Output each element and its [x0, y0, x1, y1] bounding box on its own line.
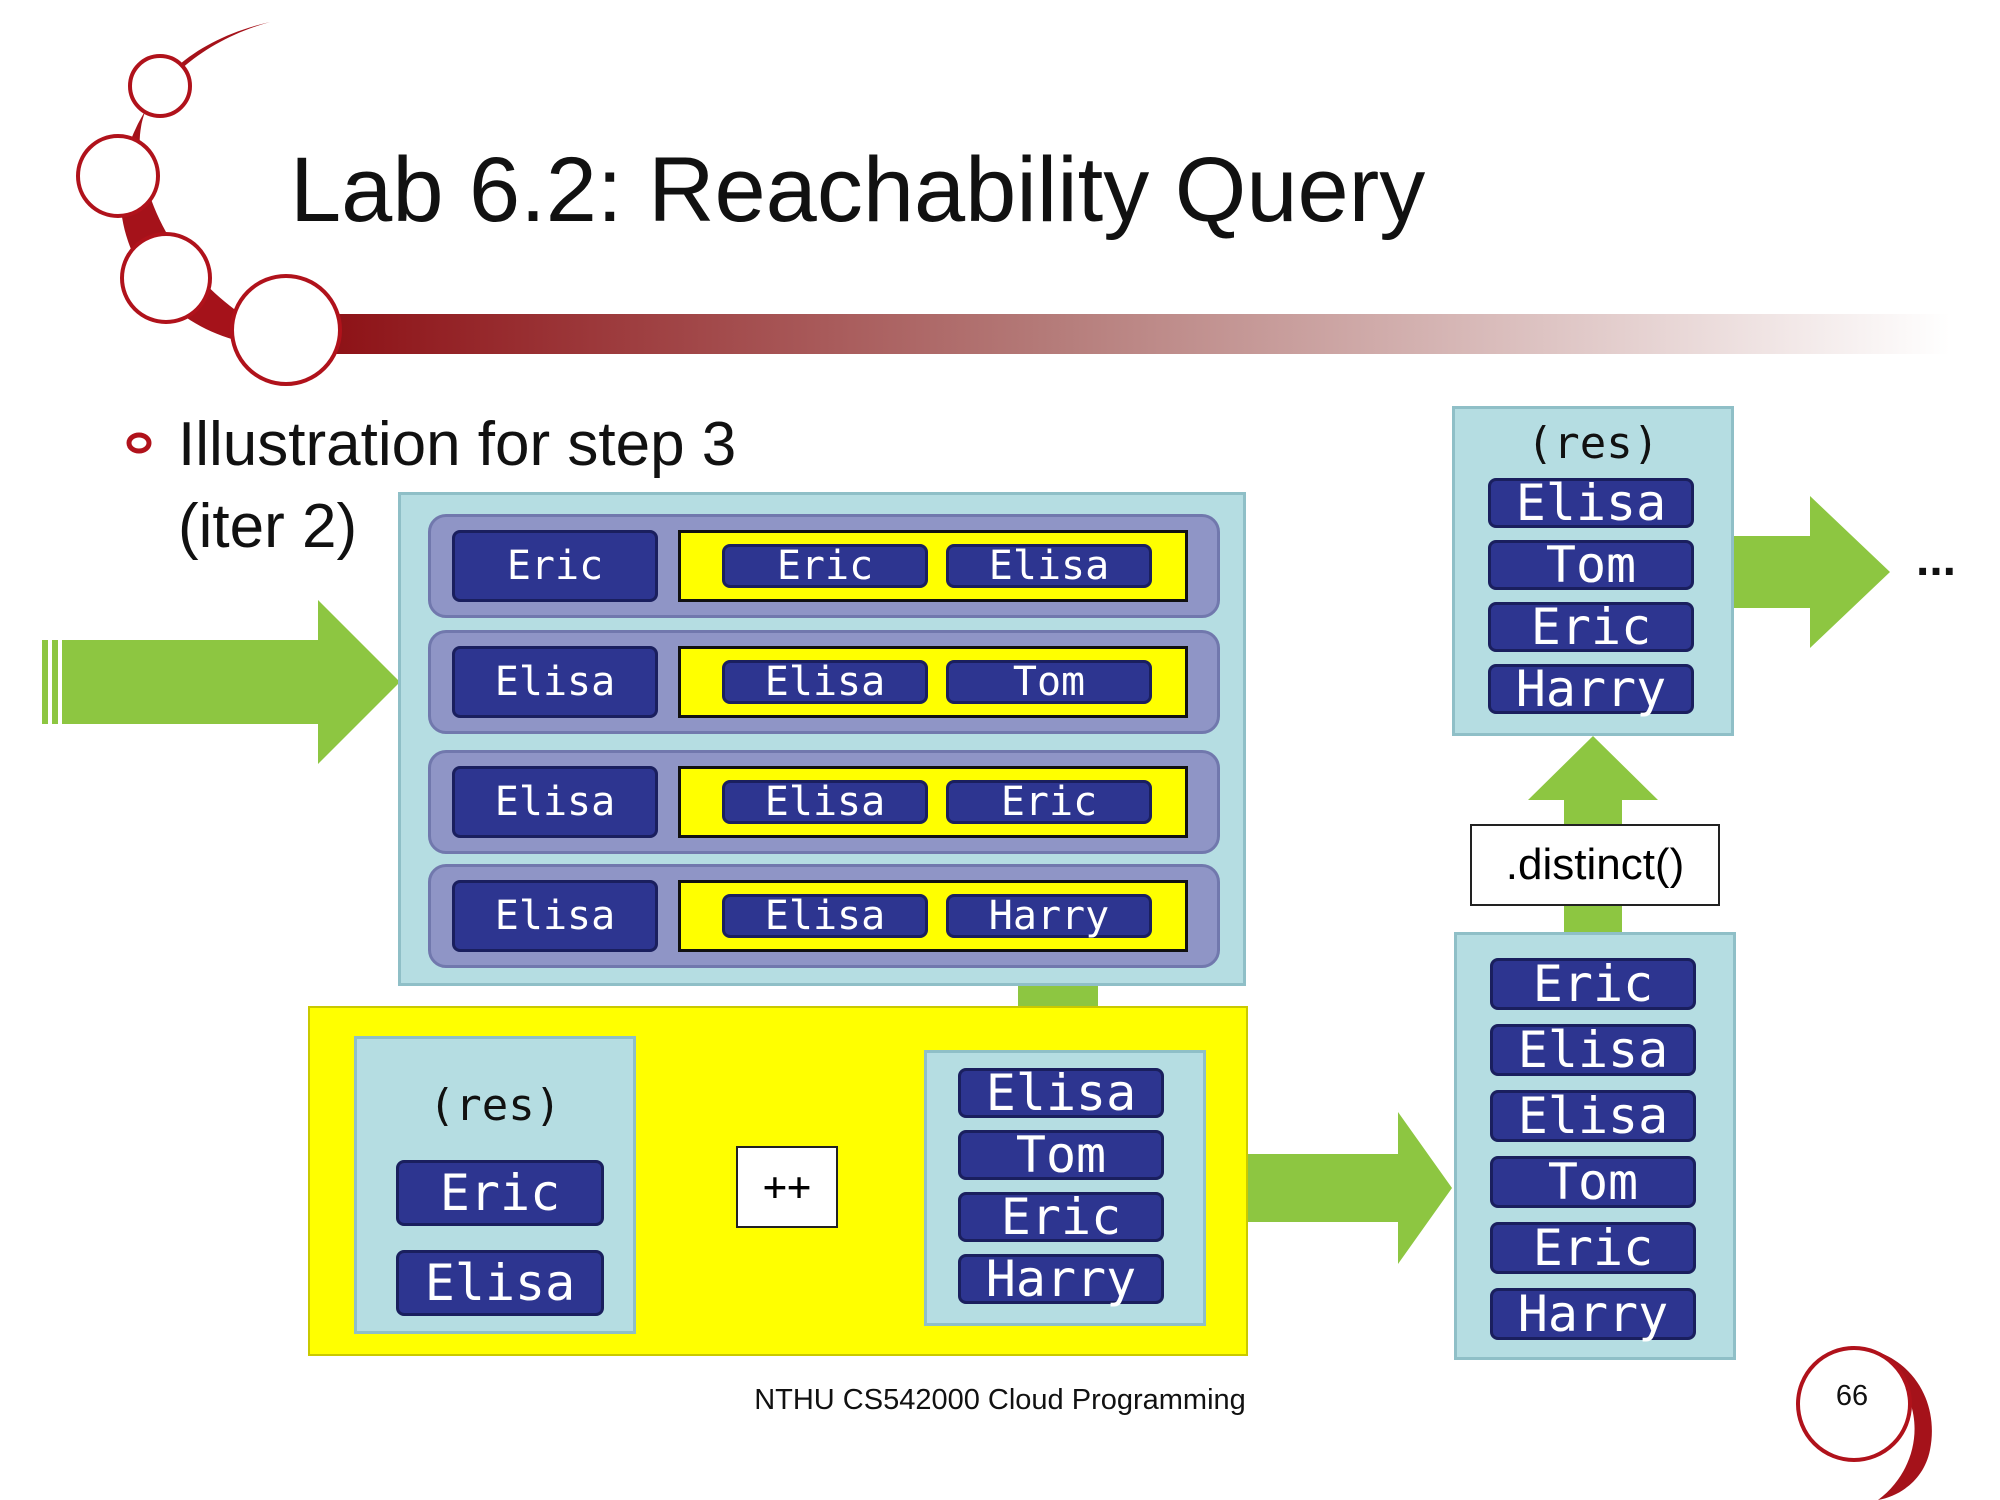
- combined-item: Tom: [1490, 1153, 1696, 1211]
- pair-first: Elisa: [722, 893, 928, 939]
- res-new-item: Tom: [1488, 536, 1694, 594]
- input-arrow-stripe-2: [52, 640, 58, 724]
- bullet-text: Illustration for step 3 (iter 2): [178, 404, 736, 568]
- pair-second: Harry: [946, 893, 1152, 939]
- res-new-item: Eric: [1488, 598, 1694, 656]
- row-key: Elisa: [452, 880, 658, 952]
- bullet-line-1: Illustration for step 3: [178, 410, 737, 479]
- combined-item: Eric: [1490, 955, 1696, 1013]
- title-underline-bar: [300, 314, 1950, 354]
- accent-circle-4: [230, 274, 342, 386]
- pair-second: Elisa: [946, 543, 1152, 589]
- combined-item: Elisa: [1490, 1021, 1696, 1079]
- res-new-label: (res): [1526, 418, 1660, 469]
- row-key: Elisa: [452, 646, 658, 718]
- distinct-operator: .distinct(): [1470, 824, 1720, 906]
- footer-text: NTHU CS542000 Cloud Programming: [754, 1384, 1246, 1416]
- slide-title: Lab 6.2: Reachability Query: [290, 139, 1426, 241]
- combined-item: Harry: [1490, 1285, 1696, 1343]
- accent-circle-1: [128, 54, 192, 118]
- continuation-ellipsis: ...: [1916, 533, 1957, 586]
- accent-circle-2: [76, 134, 160, 218]
- pair-first: Elisa: [722, 779, 928, 825]
- page-number: 66: [1835, 1380, 1869, 1412]
- combine-arrow: [1246, 1112, 1452, 1264]
- combined-item: Elisa: [1490, 1087, 1696, 1145]
- combined-item: Eric: [1490, 1219, 1696, 1277]
- output-arrow: [1732, 496, 1890, 648]
- bullet-ring-icon: [126, 432, 152, 454]
- pair-first: Eric: [722, 543, 928, 589]
- concat-operator: ++: [736, 1146, 838, 1228]
- new-item: Harry: [958, 1250, 1164, 1308]
- corner-decoration: [76, 22, 1950, 386]
- pair-second: Tom: [946, 659, 1152, 705]
- res-old-label: (res): [428, 1080, 562, 1131]
- page-number-ring: [1796, 1346, 1932, 1500]
- pair-second: Eric: [946, 779, 1152, 825]
- row-key: Elisa: [452, 766, 658, 838]
- res-new-item: Elisa: [1488, 474, 1694, 532]
- res-old-item: Eric: [396, 1160, 604, 1226]
- new-item: Eric: [958, 1188, 1164, 1246]
- new-item: Tom: [958, 1126, 1164, 1184]
- pair-first: Elisa: [722, 659, 928, 705]
- accent-circle-3: [120, 232, 212, 324]
- input-arrow: [62, 600, 400, 764]
- row-key: Eric: [452, 530, 658, 602]
- res-old-item: Elisa: [396, 1250, 604, 1316]
- new-item: Elisa: [958, 1064, 1164, 1122]
- input-arrow-stripe-1: [42, 640, 48, 724]
- res-new-item: Harry: [1488, 660, 1694, 718]
- bullet-line-2: (iter 2): [178, 492, 358, 561]
